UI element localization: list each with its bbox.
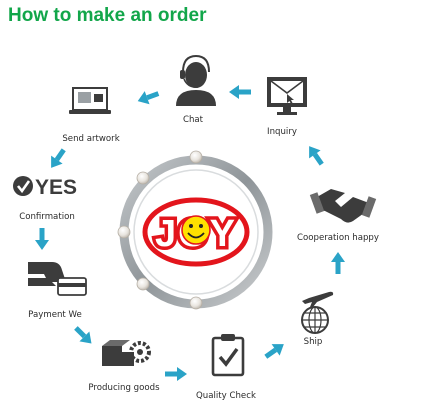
smiley-icon <box>181 215 211 245</box>
step-confirmation-label: Confirmation <box>19 212 75 222</box>
boxes-gear-icon <box>102 340 151 366</box>
step-ship-label: Ship <box>304 337 323 347</box>
pearl-bead <box>189 150 203 164</box>
page-title: How to make an order <box>8 5 207 26</box>
handshake-icon <box>309 189 377 223</box>
joy-logo: JOY <box>142 197 250 267</box>
step-chat-label: Chat <box>183 115 204 125</box>
laptop-artwork-icon <box>69 87 111 114</box>
arrow-down-icon <box>35 228 49 250</box>
arrow-down-left-icon <box>51 148 66 168</box>
step-send-artwork-label: Send artwork <box>62 134 119 144</box>
pearl-bead <box>136 277 150 291</box>
arrow-left-icon <box>229 85 251 99</box>
clipboard-check-icon <box>211 334 245 377</box>
step-cooperation-label: Cooperation happy <box>297 233 379 243</box>
pearl-bead <box>189 296 203 310</box>
step-payment-label: Payment We <box>28 310 82 320</box>
yes-mark: YES <box>35 176 77 199</box>
monitor-envelope-icon <box>267 77 307 115</box>
pearl-bead <box>117 225 131 239</box>
step-quality-label: Quality Check <box>196 391 256 401</box>
arrow-up-icon <box>331 252 345 274</box>
step-inquiry-label: Inquiry <box>267 127 297 137</box>
arrow-down-right-icon <box>74 326 92 344</box>
payment-card-icon <box>28 262 87 296</box>
arrow-up-left-icon <box>309 146 324 166</box>
pearl-bead <box>136 171 150 185</box>
logo-text: JOY <box>155 213 237 255</box>
arrow-down-left-icon <box>137 91 160 105</box>
arrow-right-icon <box>165 367 187 381</box>
headset-icon <box>176 54 216 106</box>
airplane-globe-icon <box>301 291 334 334</box>
yes-check-icon <box>13 176 33 196</box>
arrow-up-right-icon <box>264 344 284 359</box>
step-producing-label: Producing goods <box>88 383 160 393</box>
